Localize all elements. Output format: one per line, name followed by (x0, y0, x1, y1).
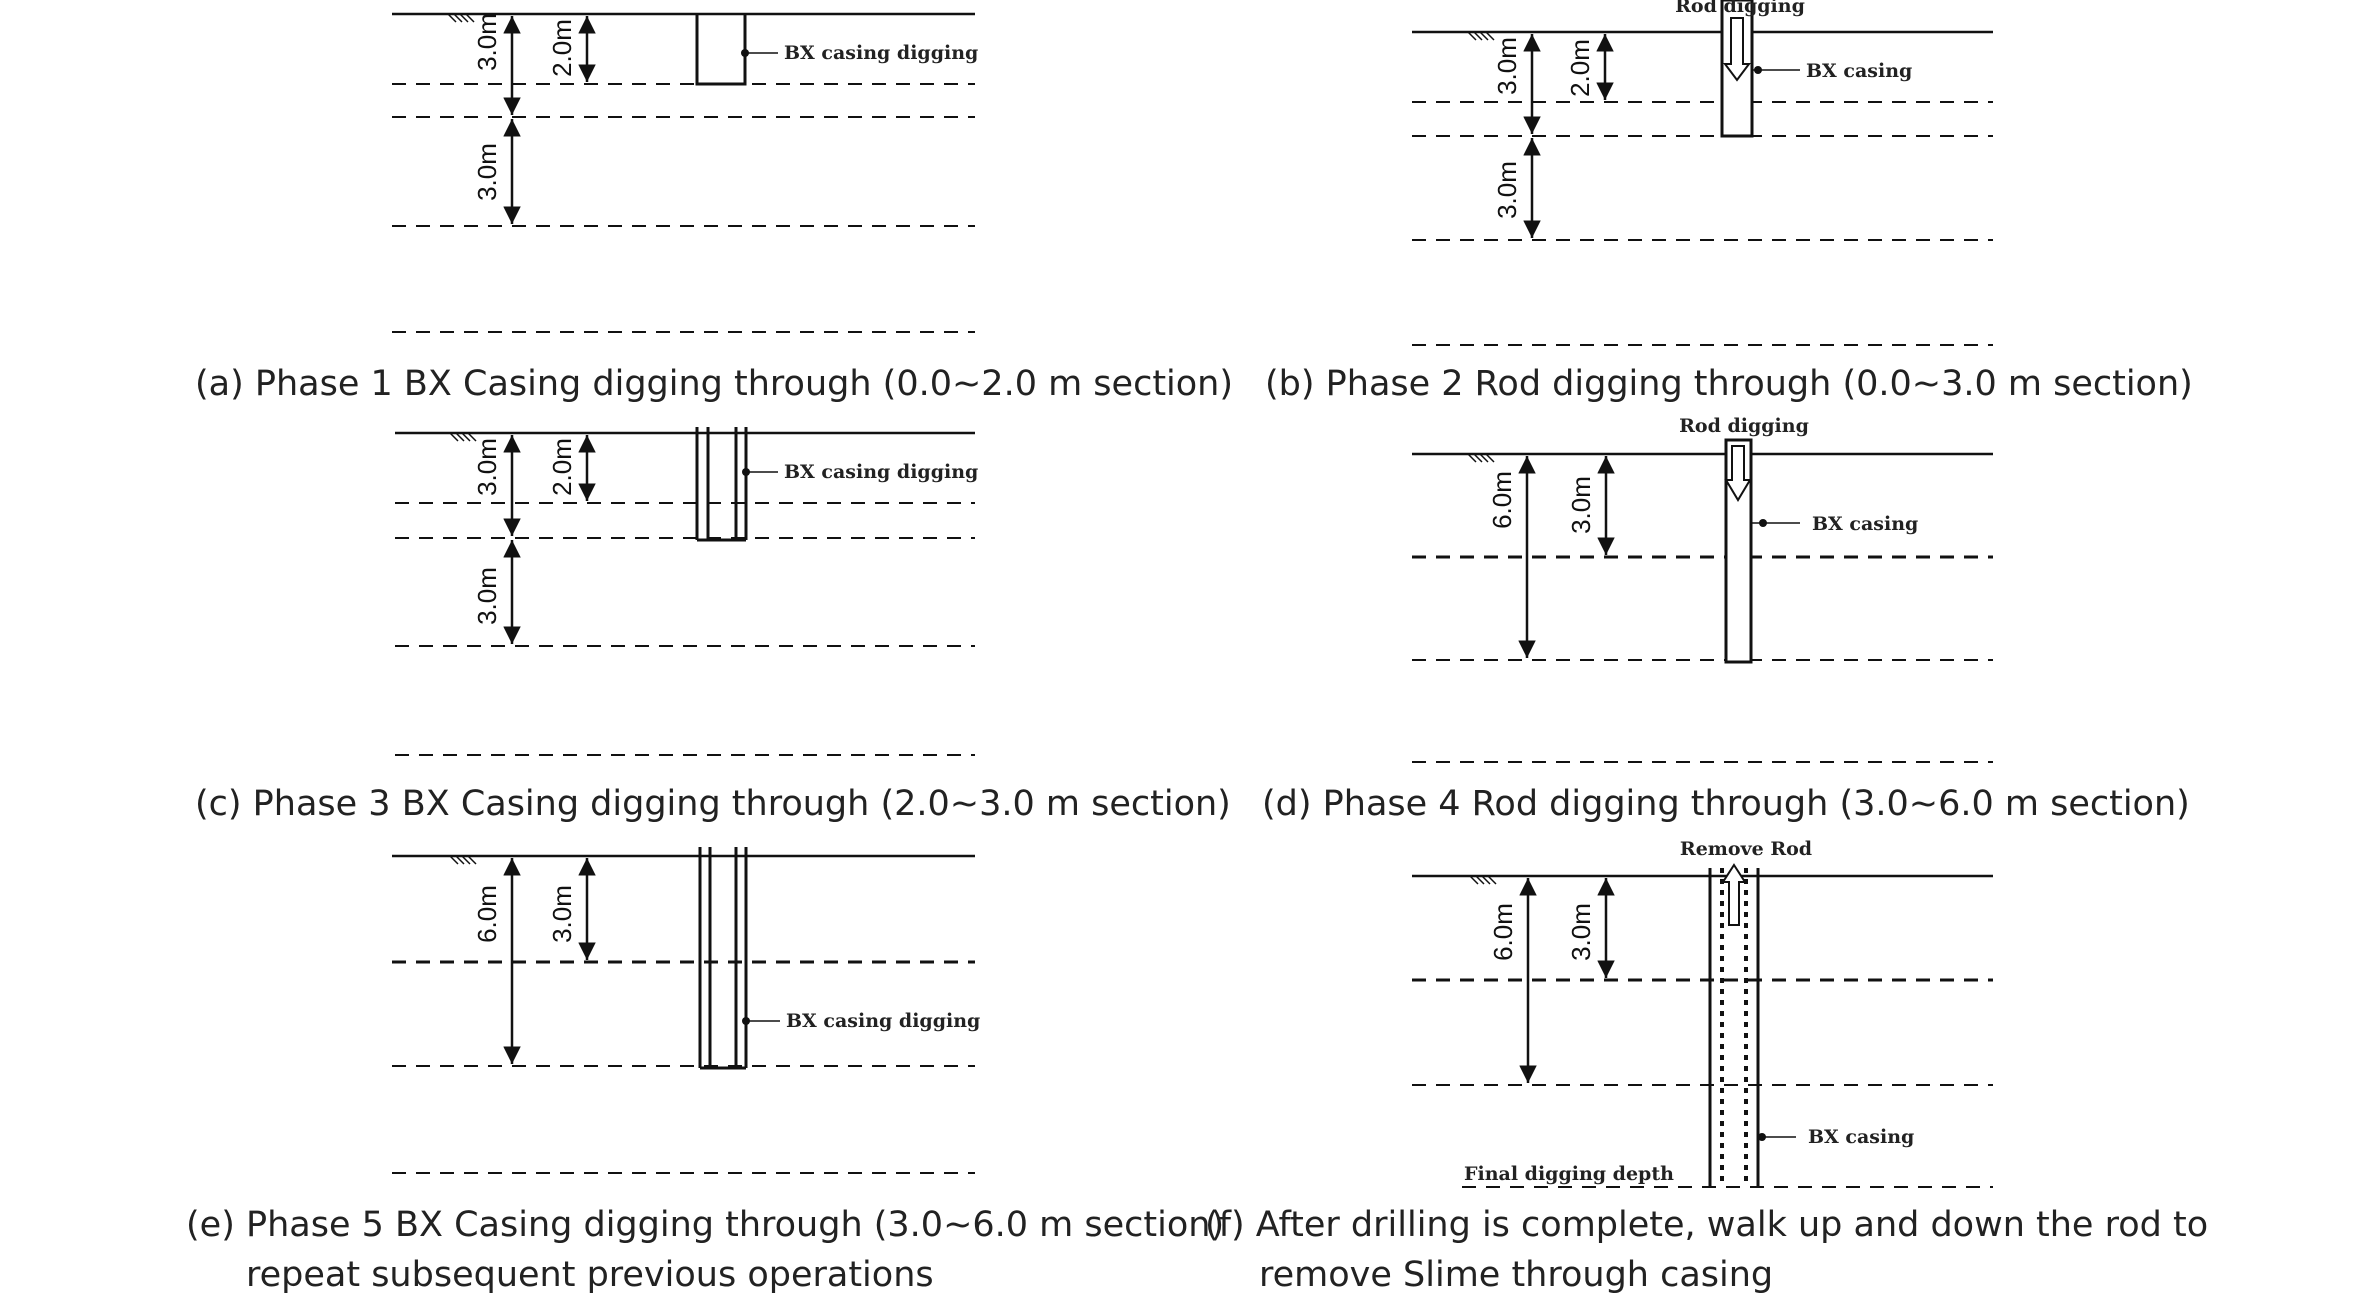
caption-f-line2: remove Slime through casing (1259, 1255, 1773, 1294)
dim-label-3m: 3.0m (1566, 903, 1596, 961)
caption-a: (a) Phase 1 BX Casing digging through (0… (195, 364, 1233, 404)
dim-label-3m: 3.0m (472, 13, 502, 71)
callout-rod-digging: Rod digging (1679, 415, 1809, 437)
callout-bx-casing-digging: BX casing digging (784, 42, 978, 64)
panel-d (1412, 438, 1993, 763)
panel-b (1412, 0, 1993, 346)
panel-f (1412, 863, 1993, 1188)
rod-digging-arrow-icon (1723, 17, 1751, 82)
dim-label-3m-lower: 3.0m (472, 143, 502, 201)
dim-label-2m: 2.0m (547, 438, 577, 496)
dim-label-6m: 6.0m (472, 885, 502, 943)
ground-hatch-icon (447, 13, 475, 23)
caption-b: (b) Phase 2 Rod digging through (0.0~3.0… (1265, 364, 2193, 404)
panel-e (392, 847, 975, 1174)
caption-d: (d) Phase 4 Rod digging through (3.0~6.0… (1262, 784, 2190, 824)
callout-bx-casing-digging: BX casing digging (784, 461, 978, 483)
bx-casing (695, 14, 747, 86)
ground-hatch-icon (449, 432, 477, 442)
bx-casing (695, 427, 748, 542)
dim-label-3m: 3.0m (1566, 476, 1596, 534)
leader-dot (742, 468, 750, 476)
panel-c (395, 427, 975, 756)
dim-label-3m-lower: 3.0m (472, 567, 502, 625)
ground-hatch-icon (1467, 31, 1495, 41)
rod-digging-arrow-icon (1724, 445, 1752, 502)
dim-label-6m: 6.0m (1487, 471, 1517, 529)
dim-label-3m-lower: 3.0m (1492, 161, 1522, 219)
caption-f-line1: (f) After drilling is complete, walk up … (1205, 1205, 2208, 1245)
dim-label-2m: 2.0m (547, 19, 577, 77)
callout-bx-casing: BX casing (1806, 60, 1912, 82)
ground-hatch-icon (1469, 875, 1497, 885)
bx-casing (1724, 438, 1753, 664)
leader-dot (741, 49, 749, 57)
dim-label-2m: 2.0m (1565, 39, 1595, 97)
callout-bx-casing: BX casing (1812, 513, 1918, 535)
dim-label-3m: 3.0m (1492, 37, 1522, 95)
leader-dot (1759, 519, 1767, 527)
dim-label-3m: 3.0m (547, 885, 577, 943)
caption-c: (c) Phase 3 BX Casing digging through (2… (195, 784, 1231, 824)
leader-dot (1758, 1133, 1766, 1141)
dim-label-6m: 6.0m (1488, 903, 1518, 961)
callout-bx-casing-digging: BX casing digging (786, 1010, 980, 1032)
remove-rod-arrow-icon (1721, 863, 1747, 926)
caption-e-line1: (e) Phase 5 BX Casing digging through (3… (186, 1205, 1224, 1245)
callout-final-digging-depth: Final digging depth (1464, 1163, 1674, 1185)
dim-label-3m: 3.0m (472, 438, 502, 496)
callout-rod-digging: Rod digging (1675, 0, 1805, 17)
leader-dot (742, 1017, 750, 1025)
panel-a (392, 12, 975, 333)
bx-casing (1708, 868, 1760, 1187)
caption-e-line2: repeat subsequent previous operations (246, 1255, 934, 1294)
callout-remove-rod: Remove Rod (1680, 838, 1812, 860)
ground-hatch-icon (1467, 453, 1495, 463)
ground-hatch-icon (449, 855, 477, 865)
bx-casing (698, 847, 748, 1070)
leader-dot (1754, 66, 1762, 74)
rod-dotted (1720, 868, 1748, 1187)
callout-bx-casing: BX casing (1808, 1126, 1914, 1148)
